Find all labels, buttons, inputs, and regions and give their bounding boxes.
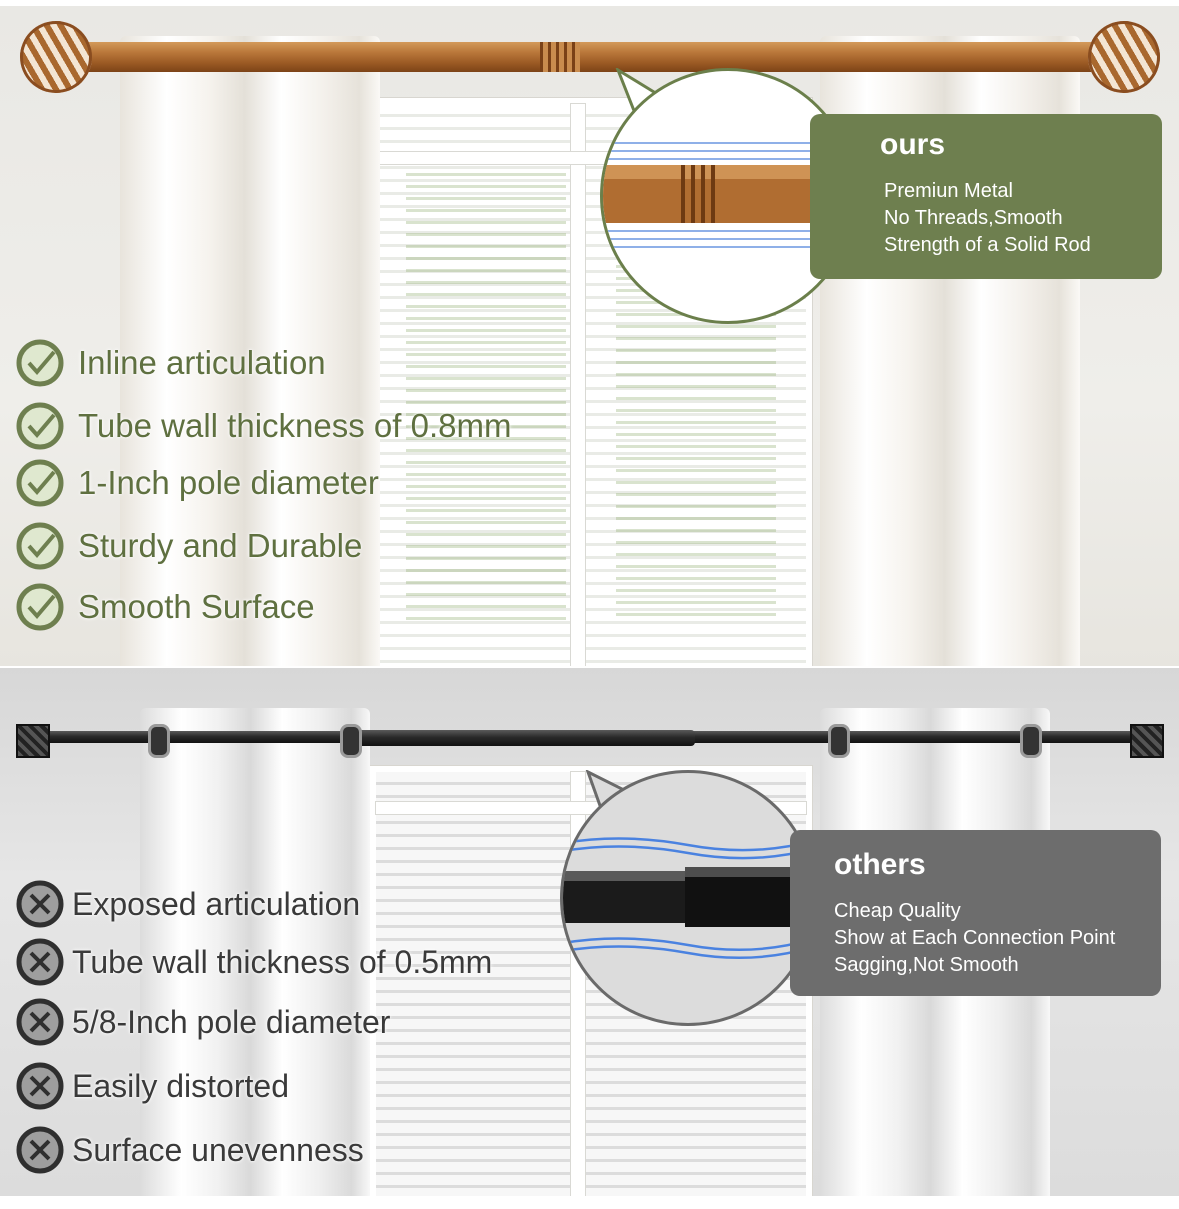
feature-item: Tube wall thickness of 0.5mm xyxy=(16,938,492,986)
ours-line-2: No Threads,Smooth xyxy=(884,207,1063,229)
others-line-3: Sagging,Not Smooth xyxy=(834,954,1019,976)
feature-label: Tube wall thickness of 0.8mm xyxy=(78,407,512,444)
feature-label: Exposed articulation xyxy=(72,885,361,922)
x-circle-icon xyxy=(16,998,64,1046)
feature-label: Tube wall thickness of 0.5mm xyxy=(72,943,493,980)
feature-label: Smooth Surface xyxy=(78,588,315,625)
x-circle-icon xyxy=(16,880,64,928)
feature-label: Easily distorted xyxy=(72,1067,289,1104)
feature-label: Surface unevenness xyxy=(72,1131,364,1168)
feature-item: Tube wall thickness of 0.8mm xyxy=(16,402,511,450)
check-circle-icon xyxy=(16,583,64,631)
ours-line-1: Premiun Metal xyxy=(884,180,1013,202)
ours-line-3: Strength of a Solid Rod xyxy=(884,234,1091,256)
finial-right-icon xyxy=(1130,724,1164,758)
finial-left-icon xyxy=(20,21,92,93)
finial-right-icon xyxy=(1088,21,1160,93)
feature-item: 1-Inch pole diameter xyxy=(16,459,379,507)
x-circle-icon xyxy=(16,938,64,986)
x-circle-icon xyxy=(16,1126,64,1174)
others-magnifier xyxy=(560,770,816,1026)
check-circle-icon xyxy=(16,402,64,450)
others-line-1: Cheap Quality xyxy=(834,900,961,922)
feature-label: Inline articulation xyxy=(78,344,326,381)
ours-title: ours xyxy=(880,128,946,161)
ours-callout: ours Premiun Metal No Threads,Smooth Str… xyxy=(810,114,1162,279)
feature-label: 5/8-Inch pole diameter xyxy=(72,1003,391,1040)
feature-label: Sturdy and Durable xyxy=(78,527,363,564)
feature-item: Exposed articulation xyxy=(16,880,360,928)
feature-label: 1-Inch pole diameter xyxy=(78,464,379,501)
others-callout: others Cheap Quality Show at Each Connec… xyxy=(790,830,1161,996)
check-circle-icon xyxy=(16,339,64,387)
x-circle-icon xyxy=(16,1062,64,1110)
check-circle-icon xyxy=(16,459,64,507)
feature-item: Easily distorted xyxy=(16,1062,289,1110)
check-circle-icon xyxy=(16,522,64,570)
finial-left-icon xyxy=(16,724,50,758)
wooden-curtain-rod xyxy=(70,42,1110,72)
feature-item: Sturdy and Durable xyxy=(16,522,362,570)
feature-item: Surface unevenness xyxy=(16,1126,364,1174)
feature-item: Smooth Surface xyxy=(16,583,315,631)
others-line-2: Show at Each Connection Point xyxy=(834,927,1116,949)
others-title: others xyxy=(834,848,926,881)
feature-item: 5/8-Inch pole diameter xyxy=(16,998,390,1046)
curtain-left xyxy=(120,36,380,666)
curtain-left xyxy=(140,708,370,1196)
feature-item: Inline articulation xyxy=(16,339,326,387)
